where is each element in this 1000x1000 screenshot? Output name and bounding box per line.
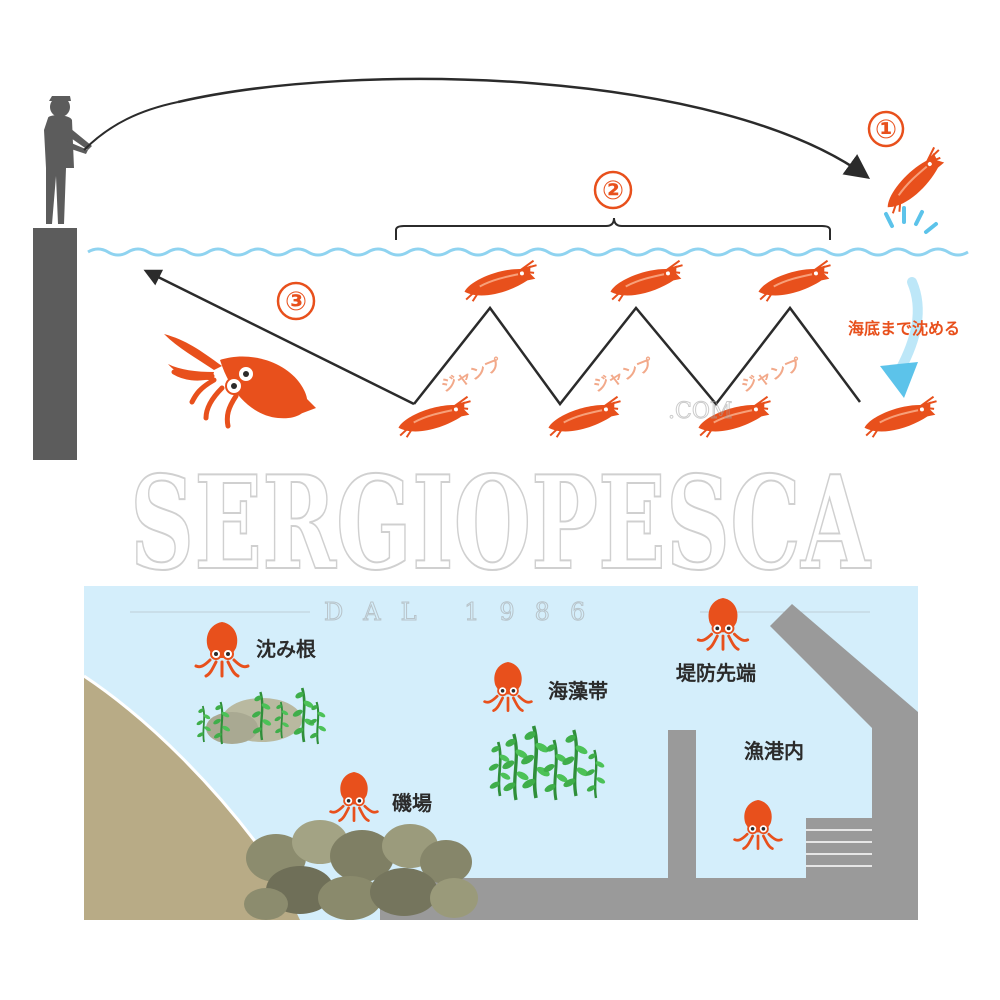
watermark-domain: .COM <box>668 399 732 424</box>
egi-lure-icon <box>754 259 837 304</box>
spot-label-gyokounai: 漁港内 <box>744 739 804 763</box>
step-3-label: ③ <box>285 287 307 317</box>
rocks-icon <box>244 820 478 920</box>
jerk-zigzag-path <box>413 305 862 407</box>
stair-block <box>806 818 872 880</box>
spot-label-isoba: 磯場 <box>392 791 432 815</box>
cast-arrow <box>177 77 871 179</box>
splash-icon <box>884 206 938 234</box>
sink-arrow-trail <box>895 277 923 375</box>
seabed-sand <box>84 676 300 920</box>
pier <box>33 228 77 460</box>
egi-lure-icon <box>606 259 689 304</box>
step-1-label: ① <box>875 115 897 145</box>
jump-bracket <box>395 217 831 240</box>
step-1-circle <box>867 110 905 148</box>
watermark-brand: SERGIOPESCA <box>130 449 871 599</box>
jump-label-2: ジャンプ <box>590 354 656 395</box>
water-surface <box>87 247 969 257</box>
inner-pier <box>668 730 696 880</box>
step-2-circle <box>593 170 633 210</box>
seabed-edge <box>83 674 278 871</box>
spot-label-kaisoutai: 海藻帯 <box>548 679 608 703</box>
egi-lure-icon <box>860 395 943 440</box>
breakwater <box>770 604 918 920</box>
egi-lure-icon <box>460 259 543 304</box>
egi-lure-icon <box>876 145 955 217</box>
step-2-label: ② <box>602 176 624 206</box>
spot-label-shizumine: 沈み根 <box>256 637 316 661</box>
step-3-circle <box>276 281 316 321</box>
egi-lure-icon <box>394 395 477 440</box>
retrieve-arrow <box>143 269 415 406</box>
egi-lure-icon <box>544 395 627 440</box>
sink-label: 海底まで沈める <box>848 319 960 338</box>
watermark-since: DAL 1986 <box>324 598 605 626</box>
fishing-rod <box>83 101 179 151</box>
squid-icon <box>164 334 316 429</box>
angler-icon <box>44 96 92 224</box>
sink-arrow-head <box>880 362 918 398</box>
spot-label-teibou-sentan: 堤防先端 <box>676 661 756 685</box>
